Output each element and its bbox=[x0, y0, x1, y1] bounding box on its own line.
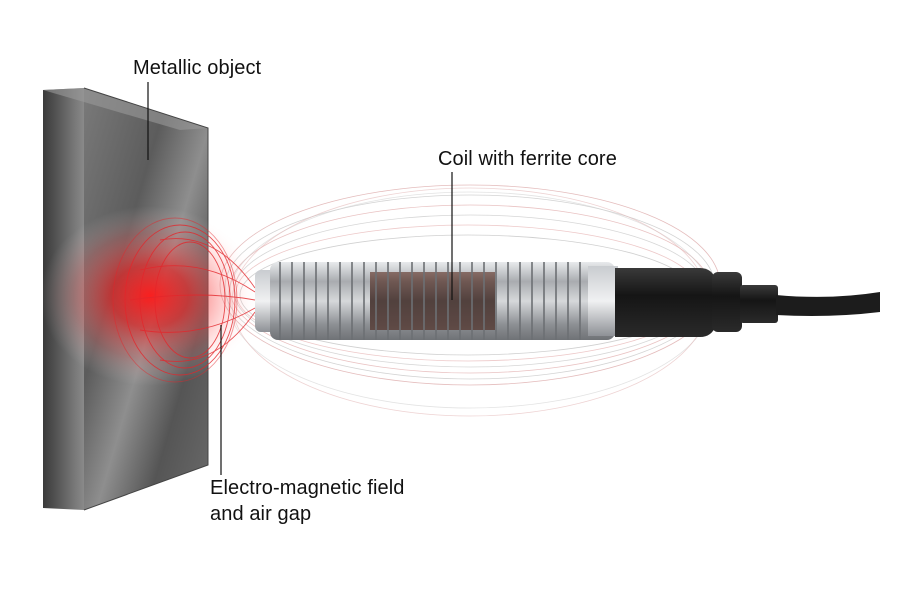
proximity-sensor bbox=[255, 262, 880, 340]
label-coil-text: Coil with ferrite core bbox=[438, 148, 617, 170]
label-metallic-object: Metallic object bbox=[133, 55, 261, 81]
field-glow bbox=[40, 206, 260, 386]
thread-ridges bbox=[279, 262, 581, 340]
label-field-line2: and air gap bbox=[210, 503, 312, 525]
label-field-line1: Electro-magnetic field bbox=[210, 477, 405, 499]
label-metallic-object-text: Metallic object bbox=[133, 57, 262, 79]
label-field: Electro-magnetic field and air gap bbox=[210, 475, 405, 527]
label-coil: Coil with ferrite core bbox=[438, 146, 617, 172]
